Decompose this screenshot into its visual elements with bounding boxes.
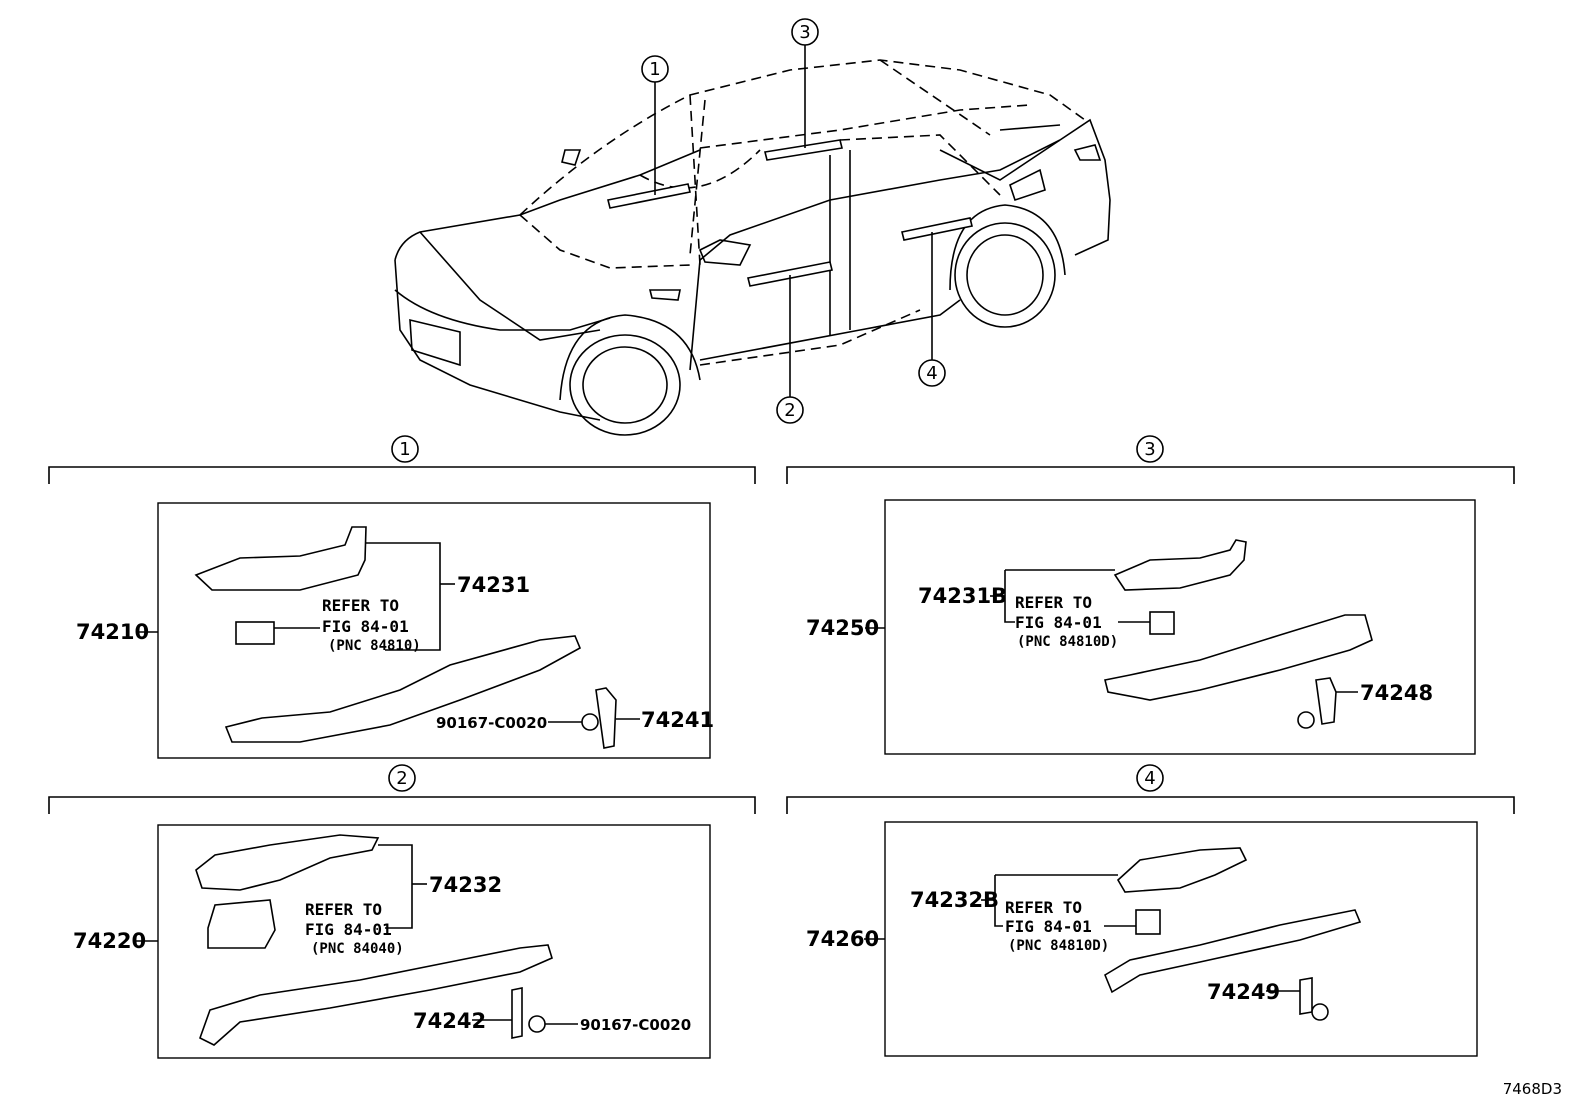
car-callout-1: 1 — [641, 55, 669, 195]
bracket-part — [1299, 977, 1313, 1015]
switch-part — [207, 899, 276, 949]
part-number-74231b[interactable]: 74231B — [918, 584, 1007, 608]
part-number-74248[interactable]: 74248 — [1360, 681, 1433, 705]
circle-label: 4 — [926, 363, 937, 384]
cover-part — [1116, 847, 1248, 893]
refer-label: REFER TO — [1015, 593, 1092, 612]
part-number-74241[interactable]: 74241 — [641, 708, 714, 732]
cover-part — [195, 834, 380, 891]
part-number-90167-c0020[interactable]: 90167-C0020 — [580, 1016, 691, 1034]
switch-part — [235, 621, 275, 645]
fig-ref-link[interactable]: FIG 84-01 — [322, 617, 409, 636]
section-4-panel: 74260 74232B REFER TO FIG 84-01 (PNC 848… — [806, 821, 1478, 1057]
switch-part — [1149, 611, 1175, 635]
part-number-74232[interactable]: 74232 — [429, 873, 502, 897]
circle-label: 3 — [799, 22, 810, 43]
car-callout-4: 4 — [918, 232, 946, 387]
fig-ref-link[interactable]: FIG 84-01 — [305, 920, 392, 939]
figure-code: 7468D3 — [1503, 1080, 1562, 1098]
section-number: 4 — [1144, 768, 1155, 789]
section-number: 3 — [1144, 439, 1155, 460]
section-header-4: 4 — [786, 764, 1515, 814]
handle-garnish — [224, 635, 582, 743]
section-header-2: 2 — [48, 764, 756, 814]
refer-label: REFER TO — [305, 900, 382, 919]
part-number-74242[interactable]: 74242 — [413, 1009, 486, 1033]
section-number: 1 — [399, 439, 410, 460]
bolt-part — [1297, 711, 1315, 729]
section-header-3: 3 — [786, 435, 1515, 484]
cover-part — [194, 526, 367, 591]
car-callout-2: 2 — [776, 275, 804, 424]
fig-ref-link[interactable]: FIG 84-01 — [1005, 917, 1092, 936]
part-number-74220[interactable]: 74220 — [73, 929, 146, 953]
part-number-90167-c0020[interactable]: 90167-C0020 — [436, 714, 547, 732]
pnc-code: (PNC 84810D) — [1008, 938, 1109, 954]
section-header-1: 1 — [48, 435, 756, 484]
handle-garnish — [1104, 614, 1373, 701]
refer-label: REFER TO — [1005, 898, 1082, 917]
bolt-part — [1311, 1003, 1329, 1021]
section-3-panel: 74250 74231B REFER TO FIG 84-01 (PNC 848… — [806, 499, 1476, 755]
switch-part — [1135, 909, 1161, 935]
section-1-panel: 74210 74231 REFER TO FIG 84-01 (PNC 8481… — [76, 502, 714, 759]
part-number-74210[interactable]: 74210 — [76, 620, 149, 644]
handle-garnish — [199, 944, 553, 1046]
vehicle-illustration — [394, 59, 1111, 436]
fig-ref-link[interactable]: FIG 84-01 — [1015, 613, 1102, 632]
section-2-panel: 74220 74232 REFER TO FIG 84-01 (PNC 8404… — [73, 824, 711, 1059]
pnc-code: (PNC 84040) — [311, 941, 404, 957]
handle-garnish — [1103, 909, 1362, 994]
part-number-74231[interactable]: 74231 — [457, 573, 530, 597]
circle-label: 1 — [649, 59, 660, 80]
bracket-part — [595, 687, 617, 749]
pnc-code: (PNC 84810) — [328, 638, 421, 654]
pnc-code: (PNC 84810D) — [1017, 634, 1118, 650]
part-number-74249[interactable]: 74249 — [1207, 980, 1280, 1004]
refer-label: REFER TO — [322, 596, 399, 615]
bolt-part — [528, 1015, 546, 1033]
part-number-74232b[interactable]: 74232B — [910, 888, 999, 912]
car-callout-3: 3 — [791, 18, 819, 148]
bracket-part — [511, 987, 523, 1039]
cover-part — [1113, 539, 1247, 591]
circle-label: 2 — [784, 400, 795, 421]
bolt-part — [581, 713, 599, 731]
section-number: 2 — [396, 768, 407, 789]
bracket-part — [1315, 677, 1337, 725]
